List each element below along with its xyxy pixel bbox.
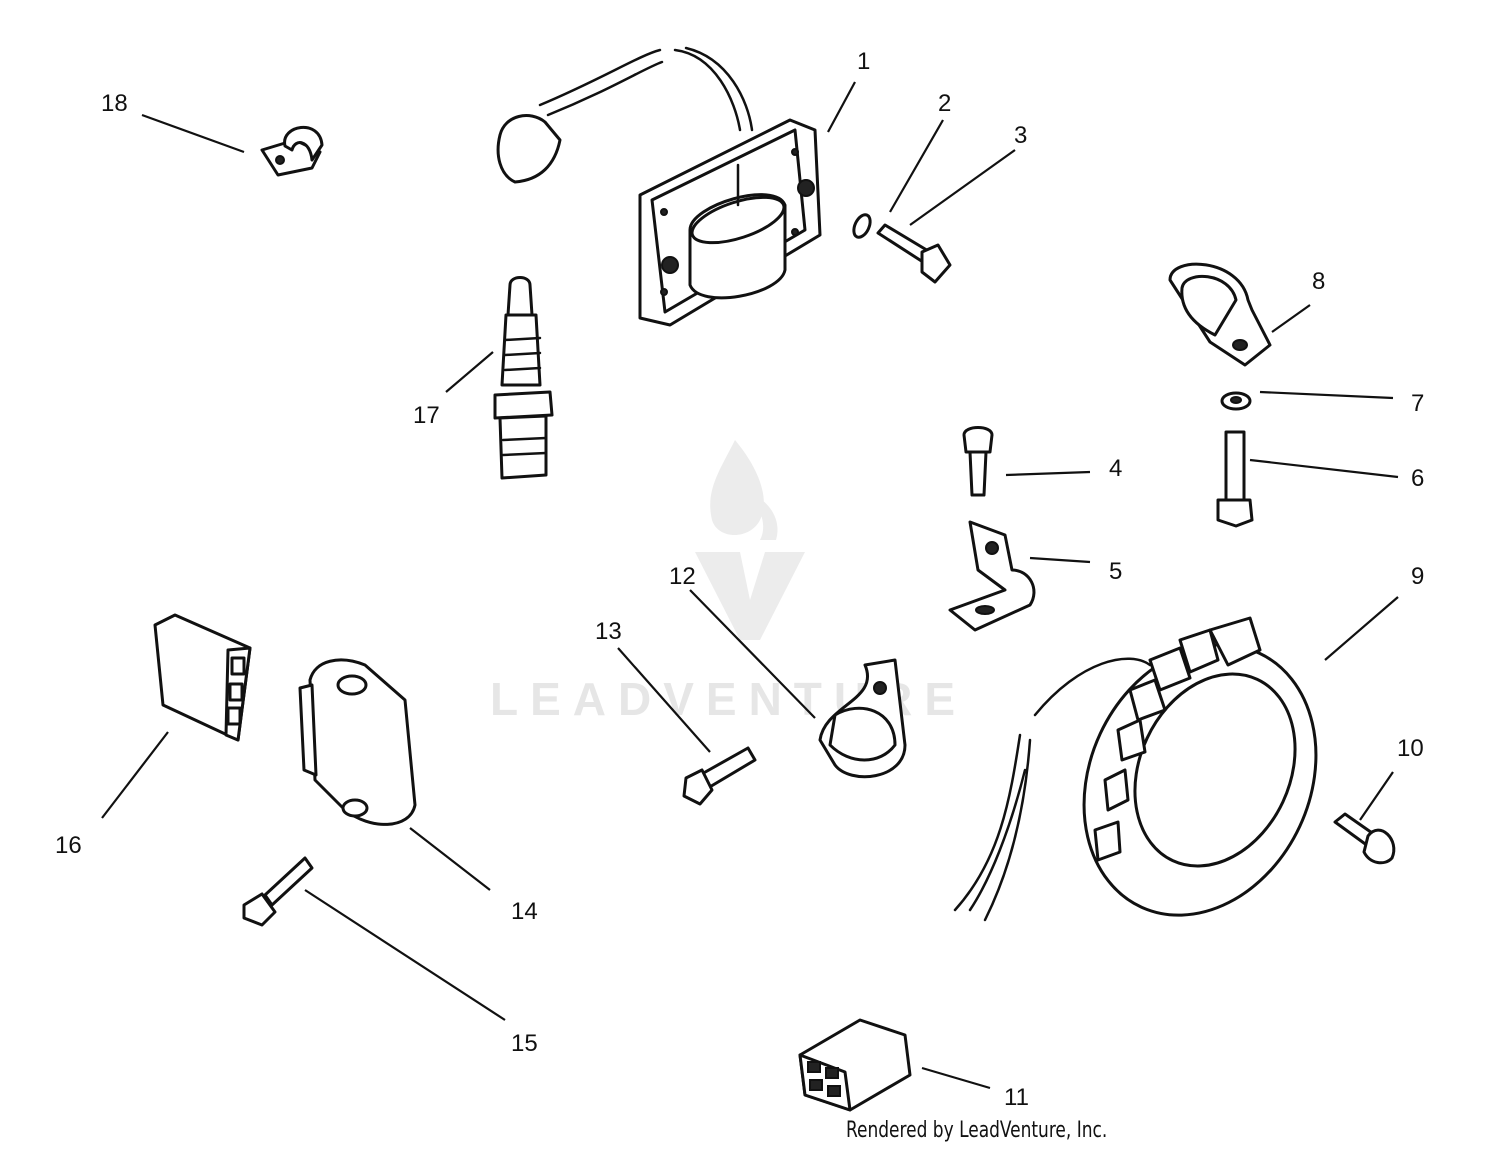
callout-5: 5 (1109, 558, 1123, 585)
callout-16: 16 (55, 832, 82, 859)
callout-18: 18 (101, 90, 128, 117)
part-17-spark-plug (493, 276, 554, 480)
part-15-screw (242, 856, 314, 927)
callout-8: 8 (1312, 268, 1326, 295)
flame-v-logo-icon (695, 440, 805, 640)
callout-3: 3 (1014, 122, 1028, 149)
part-7-washer (1220, 391, 1252, 411)
part-3-screw (876, 223, 952, 284)
callout-12: 12 (669, 563, 696, 590)
part-11-connector (798, 1018, 912, 1112)
callout-4: 4 (1109, 455, 1123, 482)
part-5-bracket (948, 520, 1036, 632)
callout-11: 11 (1004, 1084, 1029, 1111)
part-10-bolt (1333, 812, 1396, 865)
part-8-clamp (1168, 262, 1272, 367)
part-18-cable-clamp (260, 126, 324, 177)
part-2-washer (852, 213, 872, 239)
part-14-regulator (298, 658, 417, 826)
part-4-bolt (962, 426, 994, 497)
callout-2: 2 (938, 90, 952, 117)
footer-credit: Rendered by LeadVenture, Inc. (846, 1118, 1108, 1143)
callout-1: 1 (857, 48, 871, 75)
callout-10: 10 (1397, 735, 1424, 762)
callout-6: 6 (1411, 465, 1425, 492)
callout-15: 15 (511, 1030, 538, 1057)
part-12-clamp (818, 658, 907, 779)
part-13-screw (682, 746, 757, 806)
callout-17: 17 (413, 402, 440, 429)
callout-7: 7 (1411, 390, 1425, 417)
part-1-ignition-module (496, 46, 822, 327)
part-6-bolt (1216, 430, 1254, 528)
callout-14: 14 (511, 898, 538, 925)
part-16-rectifier (153, 613, 252, 742)
callout-13: 13 (595, 618, 622, 645)
part-9-stator (953, 616, 1318, 922)
callout-9: 9 (1411, 563, 1425, 590)
leader-lines (101, 81, 1399, 1090)
